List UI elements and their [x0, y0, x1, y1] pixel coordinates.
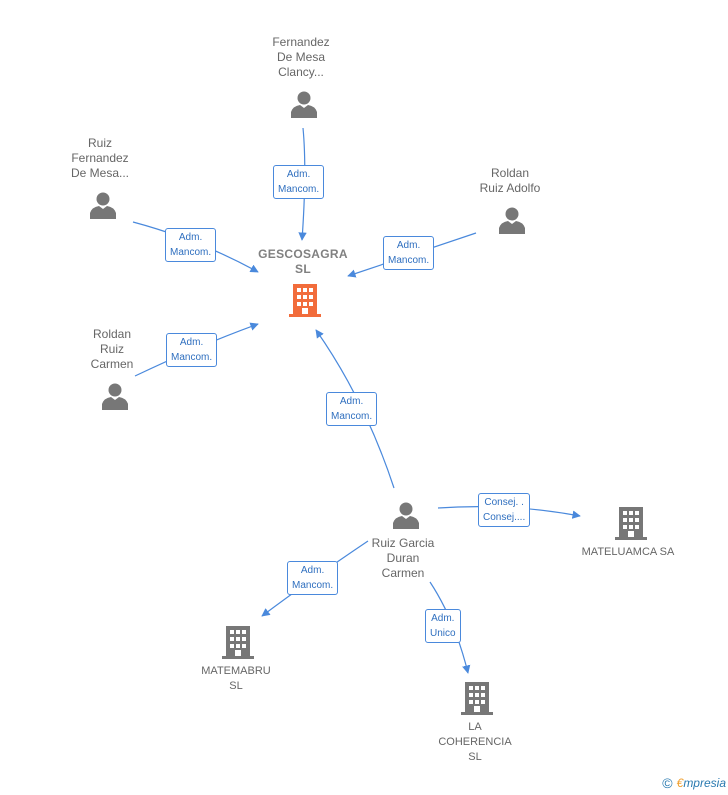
- relation-label[interactable]: Adm.Unico: [425, 609, 461, 643]
- person-label-fernandez[interactable]: Fernandez De Mesa Clancy...: [272, 35, 330, 79]
- building-icon[interactable]: [615, 506, 647, 540]
- relation-label[interactable]: Adm.Mancom.: [383, 236, 435, 270]
- company-label-matemabru[interactable]: MATEMABRU SL: [201, 665, 271, 692]
- building-icon[interactable]: [222, 625, 254, 659]
- person-icon[interactable]: [100, 381, 130, 411]
- relation-label[interactable]: Consej. .Consej....: [478, 493, 531, 527]
- person-label-roldan-adolfo[interactable]: Roldan Ruiz Adolfo: [479, 166, 541, 195]
- person-label-ruiz-fernandez[interactable]: Ruiz Fernandez De Mesa...: [70, 136, 130, 180]
- company-label-mateluamca[interactable]: MATELUAMCA SA: [581, 546, 675, 558]
- person-icon[interactable]: [88, 190, 118, 220]
- person-icon[interactable]: [497, 205, 527, 235]
- person-label-ruiz-garcia[interactable]: Ruiz Garcia Duran Carmen: [371, 536, 435, 580]
- company-label-gescosagra[interactable]: GESCOSAGRA SL: [258, 247, 348, 276]
- empresia-watermark: © €mpresia: [662, 775, 726, 791]
- person-icon[interactable]: [391, 500, 421, 530]
- relation-label[interactable]: Adm.Mancom.: [287, 561, 339, 595]
- relation-label[interactable]: Adm.Mancom.: [165, 228, 217, 262]
- relation-label[interactable]: Adm.Mancom.: [326, 392, 378, 426]
- person-label-roldan-carmen[interactable]: Roldan Ruiz Carmen: [90, 327, 134, 371]
- relation-label[interactable]: Adm.Mancom.: [273, 165, 325, 199]
- copyright-icon: ©: [662, 775, 673, 791]
- relation-label[interactable]: Adm.Mancom.: [166, 333, 218, 367]
- building-icon-focus[interactable]: [289, 283, 321, 317]
- brand-logo: €mpresia: [676, 776, 726, 790]
- building-icon[interactable]: [461, 681, 493, 715]
- company-label-la-coherencia[interactable]: LA COHERENCIA SL: [438, 721, 512, 763]
- person-icon[interactable]: [289, 89, 319, 119]
